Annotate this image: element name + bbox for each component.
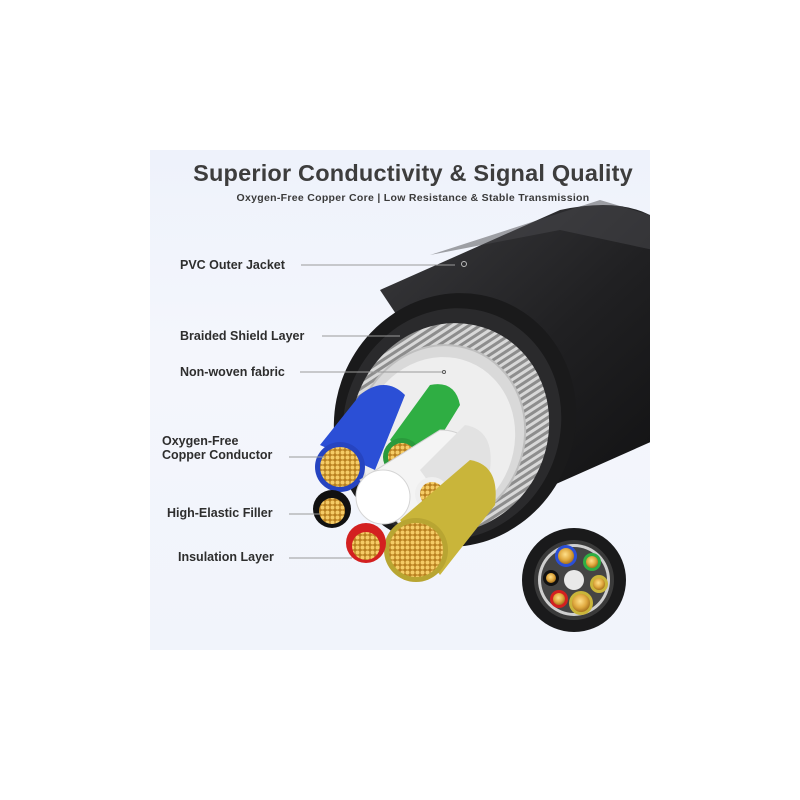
- label-high-elastic-filler: High-Elastic Filler: [167, 506, 273, 520]
- label-copper-conductor: Oxygen-Free Copper Conductor: [162, 434, 272, 462]
- label-nonwoven-fabric: Non-woven fabric: [180, 365, 285, 379]
- cross-section-inset: [522, 528, 626, 632]
- copper-core-black: [319, 498, 345, 524]
- page-subtitle: Oxygen-Free Copper Core | Low Resistance…: [236, 192, 590, 204]
- leader-lines: [289, 264, 455, 559]
- label-insulation-layer: Insulation Layer: [178, 550, 274, 564]
- page-title: Superior Conductivity & Signal Quality: [193, 160, 633, 186]
- copper-core-yellow: [389, 523, 443, 577]
- label-copper-conductor-line1: Oxygen-Free: [162, 434, 239, 448]
- copper-core-red: [352, 532, 380, 560]
- label-braided-shield: Braided Shield Layer: [180, 329, 305, 343]
- jacket-marker-dot: [461, 261, 467, 267]
- label-pvc-outer-jacket: PVC Outer Jacket: [180, 258, 285, 272]
- leader-endpoints: [442, 370, 446, 374]
- label-copper-conductor-line2: Copper Conductor: [162, 448, 273, 462]
- copper-core-blue: [320, 447, 360, 487]
